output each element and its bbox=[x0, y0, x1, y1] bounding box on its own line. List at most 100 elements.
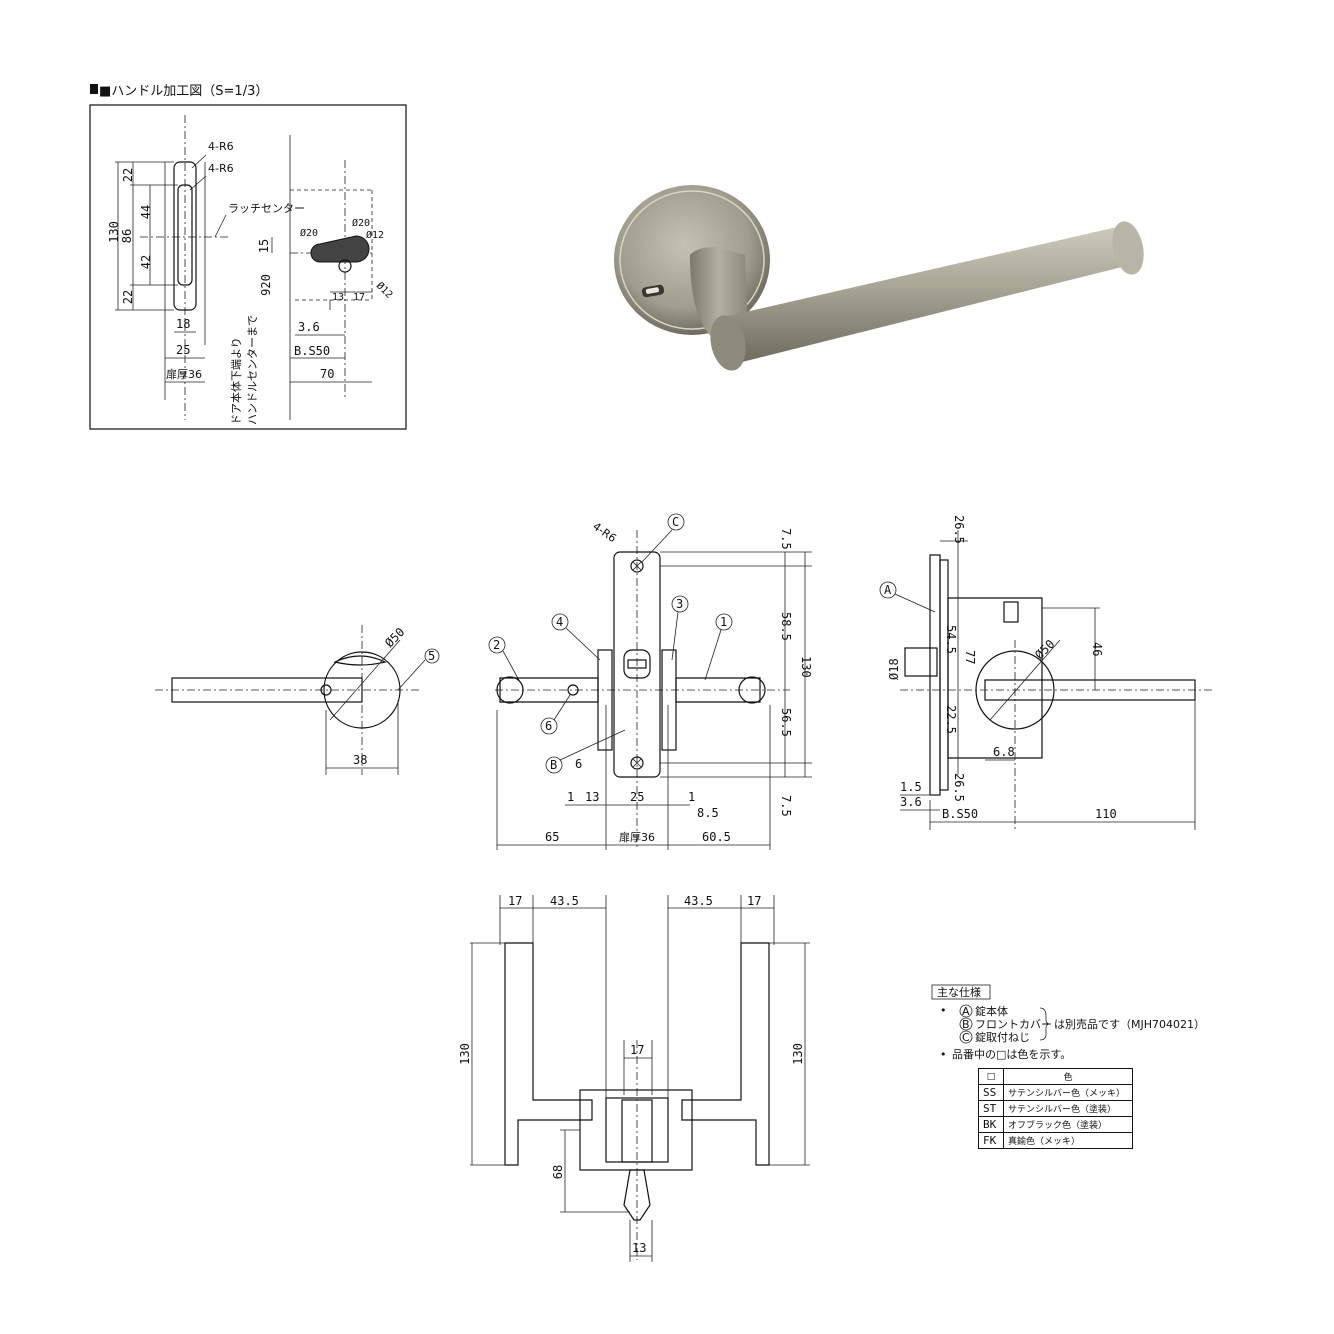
n3-label: 3 bbox=[676, 597, 683, 611]
spec-heading: 主な仕様 bbox=[937, 985, 981, 999]
side-lever bbox=[171, 677, 363, 703]
line-shape bbox=[502, 650, 521, 683]
circle-shape bbox=[879, 581, 897, 599]
line-shape bbox=[704, 629, 722, 681]
rect-shape bbox=[929, 554, 941, 796]
d68-label: 68 bbox=[551, 1165, 565, 1179]
line-shape bbox=[565, 627, 601, 661]
door-label: 扉厚36 bbox=[166, 368, 202, 381]
d6-label: 6 bbox=[575, 757, 582, 771]
d17c-label: 17 bbox=[630, 1043, 644, 1057]
line-shape bbox=[989, 639, 1061, 721]
phi18-label: Ø18 bbox=[887, 658, 901, 680]
row-code: SS bbox=[978, 1084, 1004, 1101]
color-note-label: 品番中の□は色を示す。 bbox=[952, 1047, 1071, 1061]
text-shape: B bbox=[962, 1018, 970, 1031]
side-rose bbox=[323, 651, 401, 729]
path-shape bbox=[333, 655, 387, 666]
case-body bbox=[947, 597, 1043, 759]
processing-title: ■ハンドル加工図（S=1/3） bbox=[99, 84, 268, 99]
text-shape: • bbox=[940, 1004, 947, 1017]
n6-label: 6 bbox=[545, 719, 552, 733]
latch-label: ラッチセンター bbox=[228, 202, 305, 215]
rect-shape bbox=[627, 659, 647, 669]
path-shape bbox=[632, 561, 642, 571]
table-row: SS サテンシルバー色（メッキ） bbox=[978, 1084, 1133, 1101]
rect-shape bbox=[623, 649, 651, 679]
top-view: 17 43.5 43.5 17 130 130 17 68 13 bbox=[458, 894, 810, 1262]
row-name: 真鍮色（メッキ） bbox=[1003, 1132, 1133, 1149]
text-shape: • bbox=[940, 1048, 947, 1061]
phi12b-label: Ø12 bbox=[374, 280, 395, 301]
b-label: B bbox=[550, 758, 557, 772]
line-shape bbox=[553, 694, 571, 721]
text-shape: A bbox=[962, 1005, 970, 1018]
front-view: 65 扉厚36 60.5 1 13 25 1 8.5 6 7.5 58.5 13… bbox=[488, 513, 813, 850]
d38-label: 38 bbox=[353, 753, 367, 767]
circle-shape bbox=[496, 676, 524, 704]
d585-label: 58.5 bbox=[779, 612, 793, 641]
circle-shape bbox=[540, 717, 558, 735]
d13-label: 13 bbox=[332, 292, 344, 303]
d68-label: 6.8 bbox=[993, 745, 1015, 759]
ellipse-shape bbox=[1112, 221, 1144, 275]
lever-bar bbox=[728, 224, 1143, 362]
processing-drawing: ■ハンドル加工図（S=1/3） 22 44 86 130 42 22 18 25… bbox=[89, 84, 407, 430]
d75b-label: 7.5 bbox=[779, 795, 793, 817]
note1-label: ドア本体下端より bbox=[229, 337, 243, 425]
phi50-label: Ø50 bbox=[1032, 637, 1057, 662]
top-lockset bbox=[579, 1089, 693, 1171]
path-shape bbox=[1039, 1007, 1051, 1041]
circle-shape bbox=[671, 595, 689, 613]
d17-label: 17 bbox=[353, 292, 365, 303]
color-table: □ 色 SS サテンシルバー色（メッキ） ST サテンシルバー色（塗装） BK … bbox=[978, 1068, 1133, 1149]
line-shape bbox=[329, 639, 401, 721]
d77-label: 77 bbox=[963, 650, 977, 664]
rect-shape bbox=[597, 649, 613, 751]
note2-label: ハンドルセンターまで bbox=[246, 315, 259, 425]
bs-label: B.S50 bbox=[942, 807, 978, 821]
d13-label: 13 bbox=[632, 1241, 646, 1255]
d36-label: 3.6 bbox=[298, 320, 320, 334]
d17b-label: 17 bbox=[747, 894, 761, 908]
row-code: BK bbox=[978, 1116, 1004, 1133]
a-label: 錠本体 bbox=[975, 1004, 1008, 1018]
top-lever-right bbox=[681, 942, 770, 1166]
d46-label: 46 bbox=[1090, 642, 1104, 656]
n2-label: 2 bbox=[493, 638, 500, 652]
front-plate bbox=[613, 551, 661, 778]
cutout-outer bbox=[173, 161, 197, 311]
n1-label: 1 bbox=[720, 615, 727, 629]
circle-shape bbox=[715, 613, 733, 631]
line-shape bbox=[214, 214, 227, 238]
d70-label: 70 bbox=[320, 367, 334, 381]
front-lever-right bbox=[675, 677, 761, 703]
d1a-label: 1 bbox=[567, 790, 574, 804]
top-screw bbox=[623, 1169, 651, 1221]
d1b-label: 1 bbox=[688, 790, 695, 804]
bot22-label: 22 bbox=[121, 290, 135, 304]
d42-label: 42 bbox=[139, 255, 153, 269]
rect-shape bbox=[904, 647, 938, 677]
d545-label: 54.5 bbox=[944, 625, 958, 654]
phi20a-label: Ø20 bbox=[300, 227, 318, 239]
table-row: FK 真鍮色（メッキ） bbox=[978, 1132, 1133, 1149]
door-label: 扉厚36 bbox=[619, 831, 655, 844]
path-shape bbox=[310, 235, 370, 263]
d44-label: 44 bbox=[139, 205, 153, 219]
d15-label: 1.5 bbox=[900, 780, 922, 794]
c-label: C bbox=[672, 515, 679, 529]
line-shape bbox=[894, 593, 936, 613]
circle-shape bbox=[630, 756, 644, 770]
path-shape bbox=[632, 758, 642, 768]
d130b-label: 130 bbox=[791, 1043, 805, 1065]
d25-label: 25 bbox=[630, 790, 644, 804]
d920-label: 920 bbox=[259, 274, 273, 296]
d13-label: 13 bbox=[585, 790, 599, 804]
phi50-label: Ø50 bbox=[382, 625, 407, 650]
ellipse-shape bbox=[619, 190, 765, 330]
circle-shape bbox=[630, 559, 644, 573]
n5-label: 5 bbox=[428, 649, 435, 663]
circle-shape bbox=[959, 1017, 973, 1031]
